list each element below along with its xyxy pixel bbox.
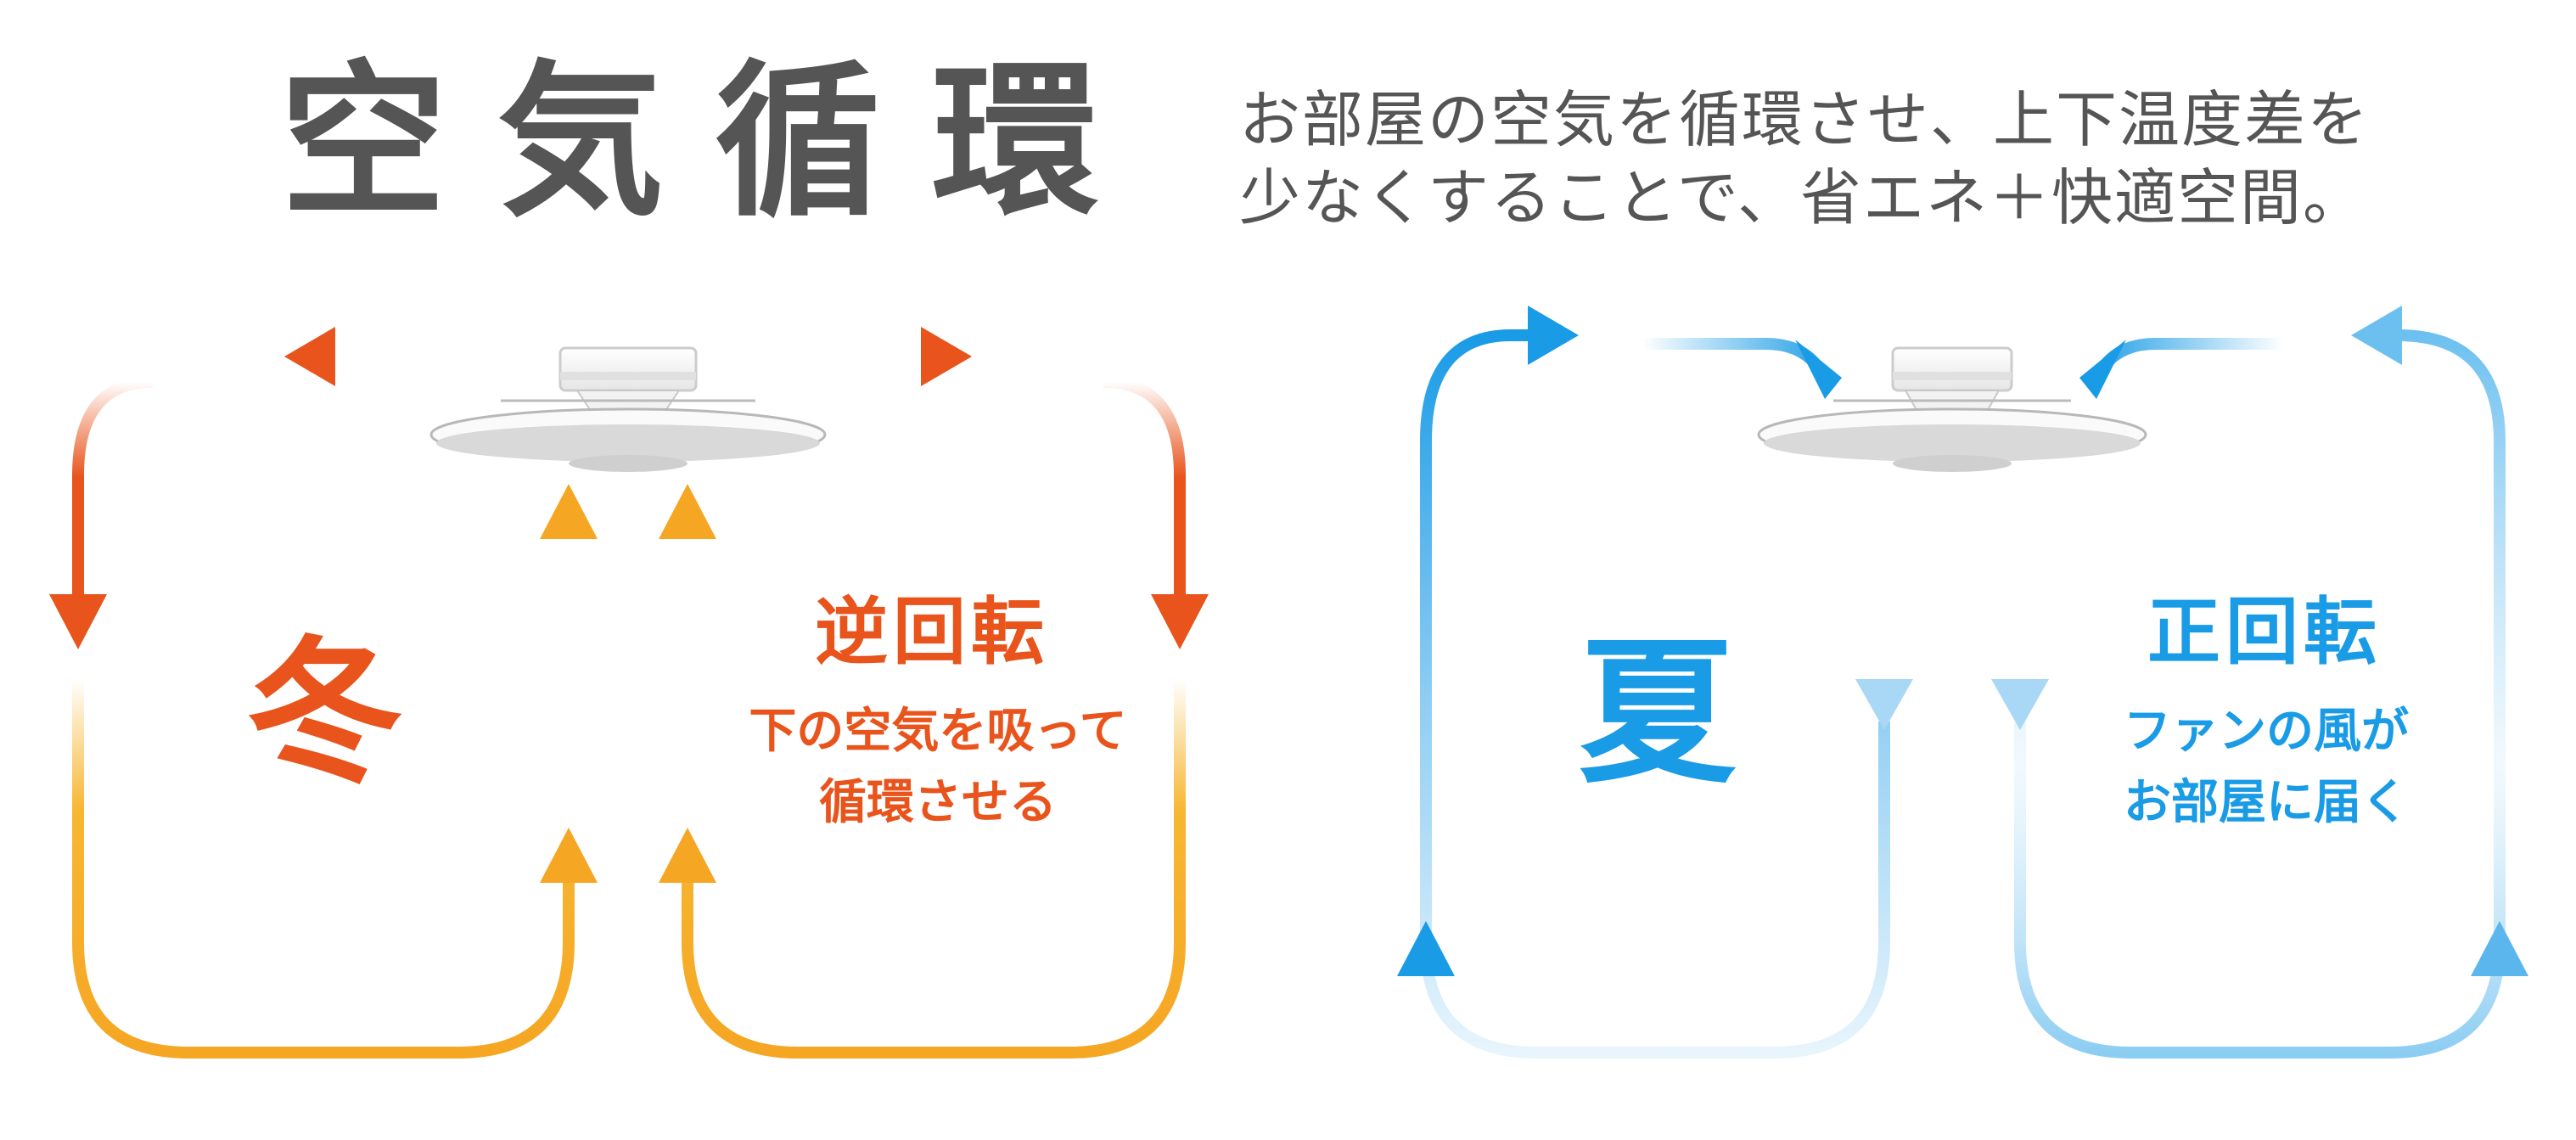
page-title: 空気循環: [280, 46, 1150, 239]
winter-mode-description-line-2: 循環させる: [819, 775, 1057, 830]
header-description: お部屋の空気を循環させ、上下温度差を 少なくすることで、省エネ＋快適空間。: [1239, 81, 2370, 237]
summer-season-label: 夏: [1579, 621, 1736, 805]
summer-mode-description-line-1: ファンの風が: [2124, 704, 2409, 759]
summer-top-in-flow-left: [1642, 338, 1821, 369]
summer-right-loop: [2014, 329, 2506, 1059]
summer-top-in-flow-right: [2100, 338, 2283, 369]
winter-arrowhead-mid-up-left: [540, 484, 598, 539]
summer-mode-description-line-2: お部屋に届く: [2124, 775, 2409, 830]
winter-right-down-flow: [1103, 376, 1186, 594]
winter-arrowhead-top-right: [921, 327, 972, 386]
winter-mode-label: 逆回転: [815, 590, 1049, 675]
summer-airflow: [1397, 306, 2528, 1059]
header-description-line-2: 少なくすることで、省エネ＋快適空間。: [1239, 162, 2366, 234]
header-description-line-1: お部屋の空気を循環させ、上下温度差を: [1239, 84, 2371, 155]
winter-right-loop: [682, 679, 1186, 1059]
summer-arrowhead-in-left: [1795, 340, 1842, 399]
winter-arrowhead-right-down: [1151, 594, 1209, 649]
winter-arrowhead-mid-up-right: [659, 484, 716, 539]
winter-arrowhead-left-down: [49, 594, 107, 649]
winter-mode-description: 下の空気を吸って 循環させる: [734, 696, 1142, 839]
summer-arrowhead-in-right: [2079, 340, 2126, 399]
summer-arrowhead-top-left: [1528, 306, 1579, 365]
winter-mode-description-line-1: 下の空気を吸って: [749, 704, 1127, 759]
winter-left-down-flow: [72, 376, 154, 594]
winter-arrowhead-right-up: [659, 828, 716, 883]
summer-left-loop: [1420, 329, 1890, 1059]
winter-left-loop: [72, 679, 575, 1059]
winter-season-label: 冬: [246, 621, 403, 805]
winter-arrowhead-left-up: [540, 828, 598, 883]
summer-arrowhead-bottom-right: [2471, 921, 2528, 976]
summer-arrowhead-mid-down-right: [1991, 679, 2049, 730]
summer-mode-description: ファンの風が お部屋に届く: [2088, 696, 2444, 839]
summer-arrowhead-mid-down-left: [1855, 679, 1913, 730]
summer-arrowhead-top-right: [2351, 306, 2402, 365]
summer-arrowhead-bottom-left: [1397, 921, 1455, 976]
summer-ceiling-fan: [1757, 346, 2147, 472]
summer-mode-label: 正回転: [2147, 590, 2382, 675]
winter-airflow: [49, 327, 1209, 1059]
winter-ceiling-fan: [429, 346, 827, 472]
winter-arrowhead-top-left: [284, 327, 335, 386]
